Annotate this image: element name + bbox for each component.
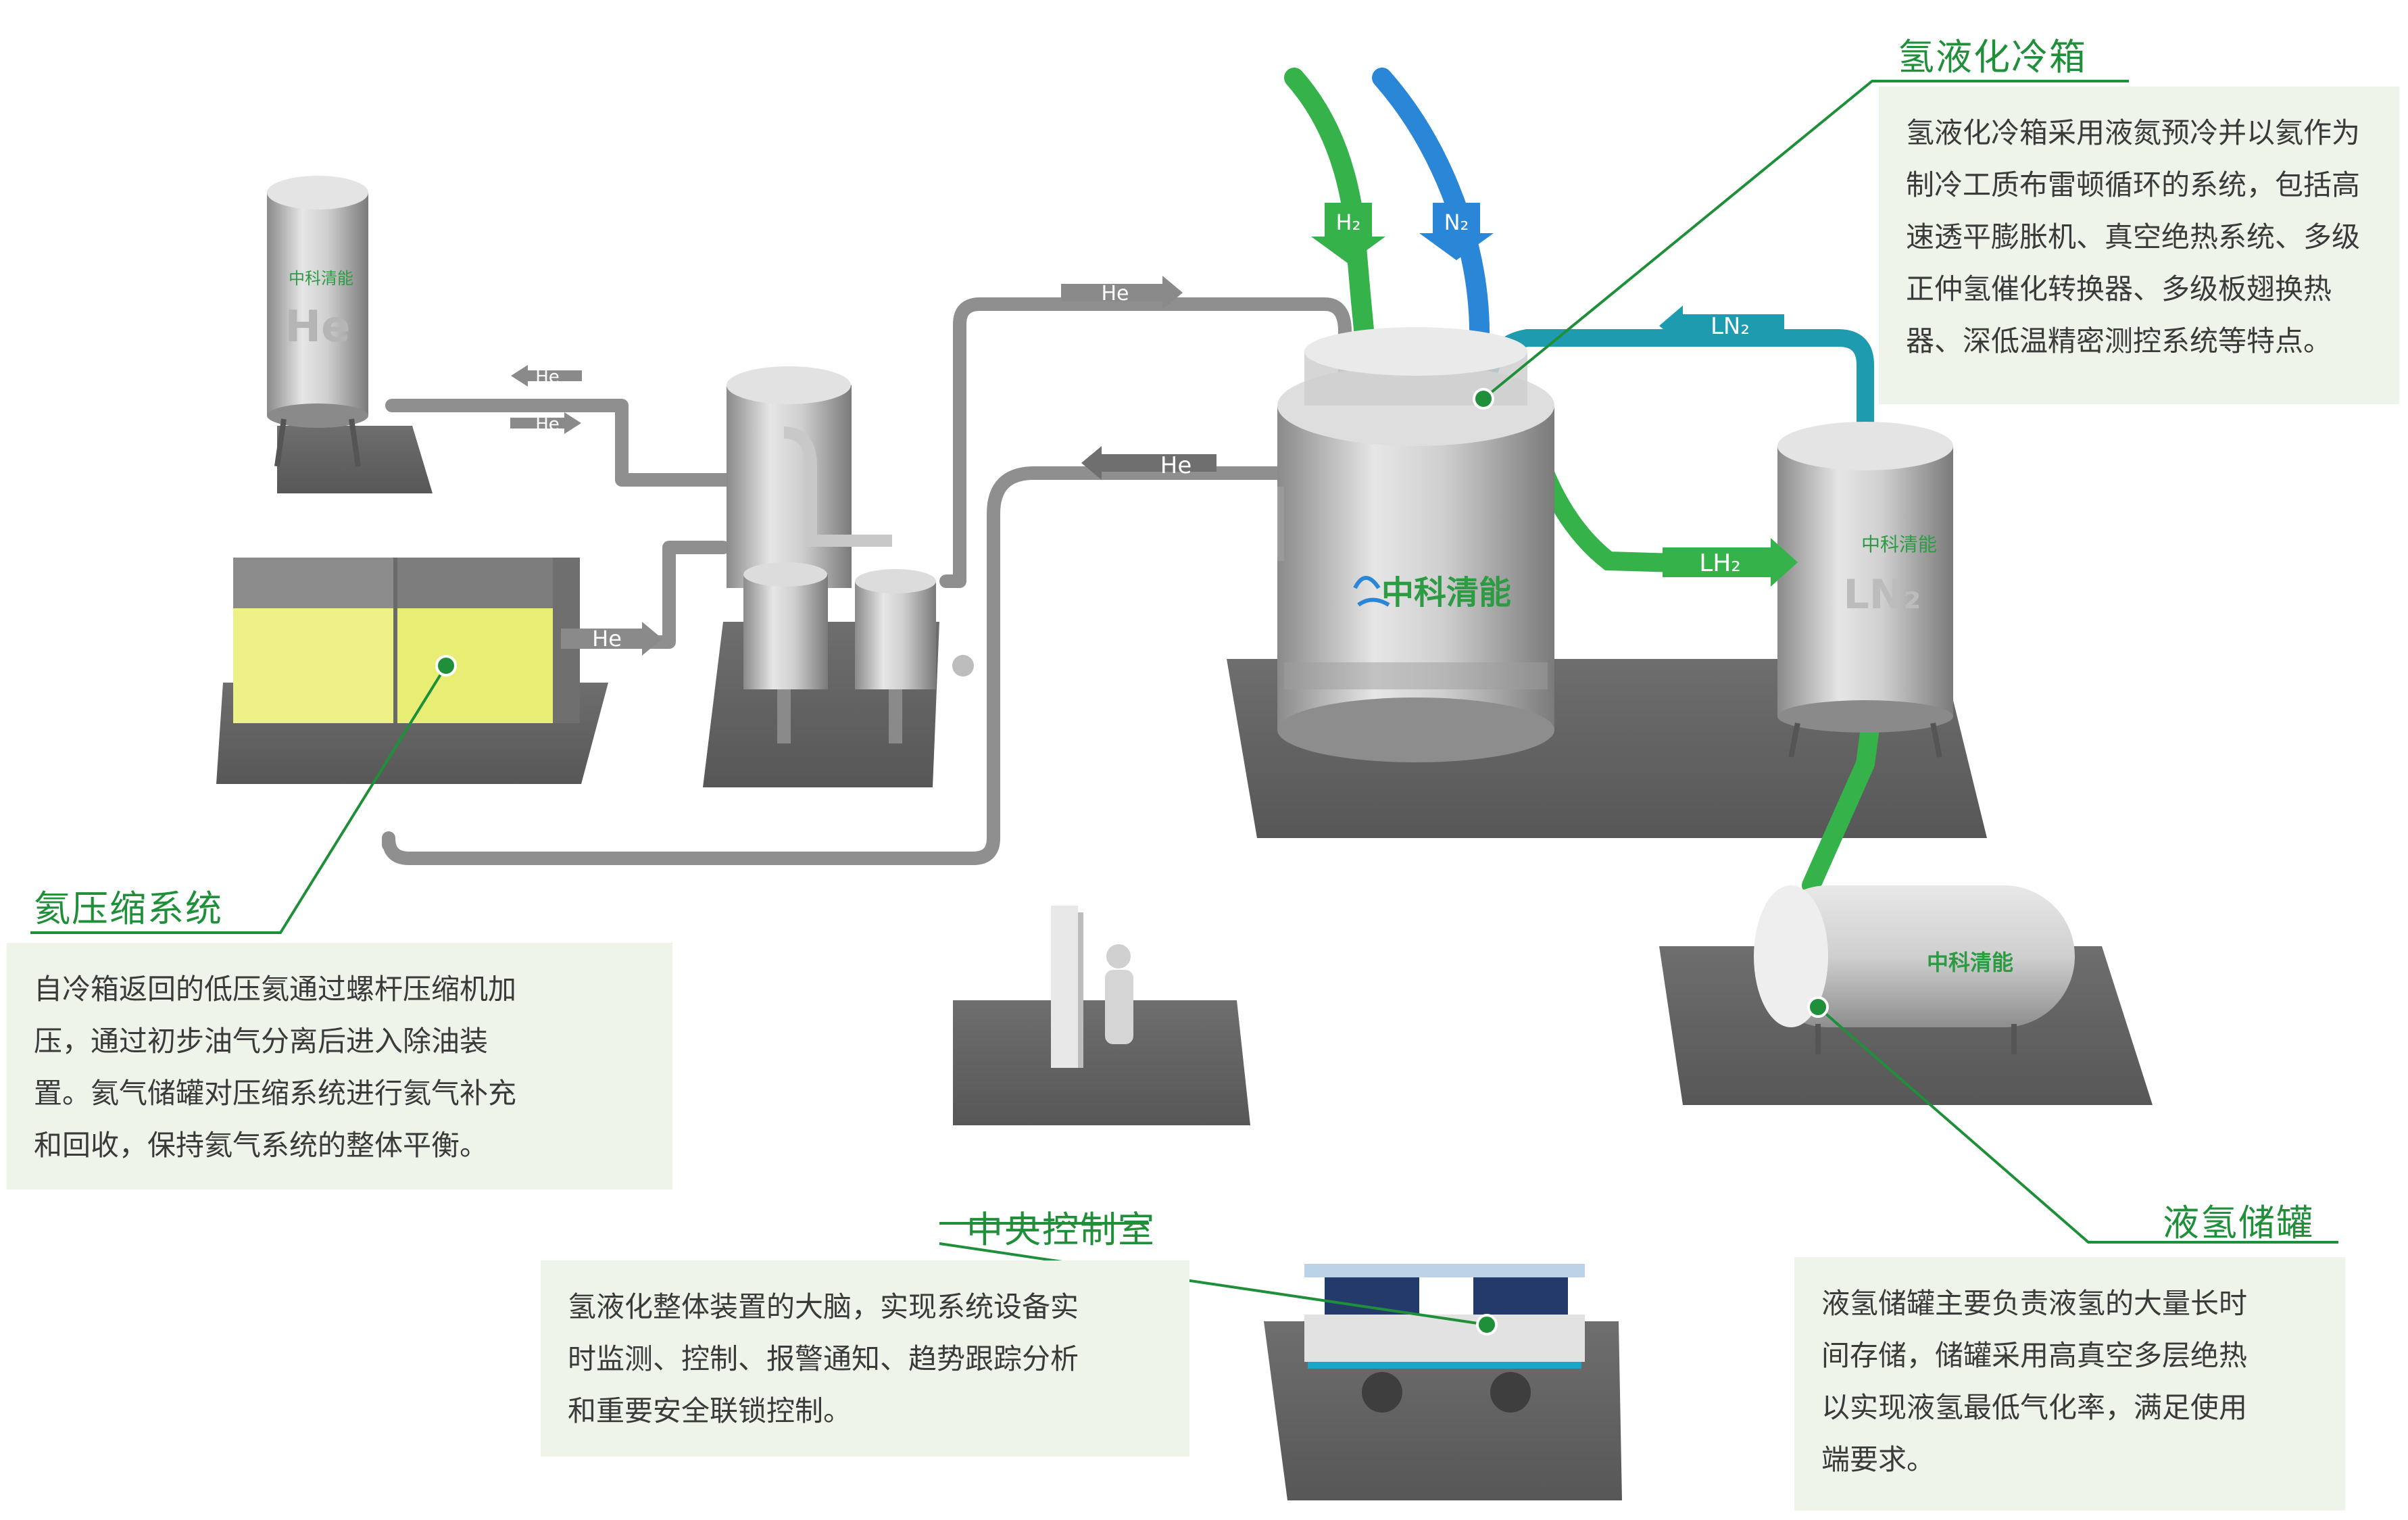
he-arrow-2: He	[510, 412, 581, 435]
lh2-arrow: LH₂	[1663, 538, 1798, 587]
coldbox-title: 氢液化冷箱	[1898, 36, 2087, 78]
control-room-line: 时监测、控制、报警通知、趋势跟踪分析	[568, 1342, 1079, 1375]
coldbox-line: 正仲氢催化转换器、多级板翅换热	[1906, 272, 2332, 305]
compressor-marker-dot	[435, 655, 457, 677]
coldbox-description: 氢液化冷箱采用液氮预冷并以氦作为 制冷工质布雷顿循环的系统，包括高 速透平膨胀机…	[1879, 87, 2399, 404]
compressor-title: 氦压缩系统	[34, 887, 223, 930]
compressor-line: 压，通过初步油气分离后进入除油装	[34, 1025, 489, 1058]
compressor-line: 置。氦气储罐对压缩系统进行氦气补充	[34, 1077, 517, 1110]
he-arrow-1: He	[511, 365, 582, 387]
svg-text:LH₂: LH₂	[1699, 549, 1741, 577]
ln2-tank-brand: 中科清能	[1861, 533, 1937, 556]
compressor-description: 自冷箱返回的低压氦通过螺杆压缩机加 压，通过初步油气分离后进入除油装 置。氦气储…	[7, 943, 672, 1190]
storage-line: 液氢储罐主要负责液氢的大量长时	[1821, 1287, 2248, 1320]
coldbox-line: 器、深低温精密测控系统等特点。	[1906, 324, 2332, 358]
coldbox-line: 制冷工质布雷顿循环的系统，包括高	[1906, 168, 2361, 201]
compressor-line: 和回收，保持氦气系统的整体平衡。	[34, 1129, 489, 1162]
he-arrow-3: He	[561, 622, 662, 656]
storage-line: 以实现液氢最低气化率，满足使用	[1821, 1391, 2248, 1424]
storage-line: 端要求。	[1821, 1443, 1936, 1476]
h2-arrow: H₂	[1311, 203, 1385, 264]
control-room-line: 氢液化整体装置的大脑，实现系统设备实	[568, 1290, 1079, 1323]
operator-panel	[1051, 906, 1133, 1068]
svg-text:He: He	[535, 367, 560, 387]
svg-text:H₂: H₂	[1336, 210, 1361, 235]
storage-description: 液氢储罐主要负责液氢的大量长时 间存储，储罐采用高真空多层绝热 以实现液氢最低气…	[1794, 1257, 2345, 1511]
compressor-line: 自冷箱返回的低压氦通过螺杆压缩机加	[34, 973, 517, 1006]
control-room-description: 氢液化整体装置的大脑，实现系统设备实 时监测、控制、报警通知、趋势跟踪分析 和重…	[541, 1260, 1189, 1456]
storage-brand: 中科清能	[1927, 950, 2013, 975]
he-arrow-4: He	[1061, 276, 1183, 310]
coldbox-line: 速透平膨胀机、真空绝热系统、多级	[1906, 220, 2361, 253]
operator-platform	[953, 1000, 1250, 1125]
storage-marker-dot	[1807, 996, 1829, 1018]
control-marker-dot	[1476, 1314, 1498, 1335]
oil-separator-assembly	[727, 366, 974, 743]
control-room-title: 中央控制室	[966, 1208, 1156, 1251]
coldbox-brand: 中科清能	[1381, 574, 1511, 612]
storage-line: 间存储，储罐采用高真空多层绝热	[1821, 1339, 2248, 1372]
coldbox-marker-dot	[1473, 388, 1494, 410]
storage-title: 液氢储罐	[2163, 1202, 2314, 1244]
ln2-tank-label: LN₂	[1844, 571, 1921, 618]
coldbox-line: 氢液化冷箱采用液氮预冷并以氦作为	[1906, 116, 2361, 149]
he-tank-brand: 中科清能	[289, 269, 353, 288]
svg-text:He: He	[1160, 452, 1191, 479]
hydrogen-liquefaction-coldbox: 中科清能	[1277, 327, 1554, 762]
n2-arrow: N₂	[1419, 203, 1494, 260]
svg-text:LN₂: LN₂	[1711, 313, 1750, 340]
he-arrow-5: He	[1081, 446, 1217, 480]
svg-text:He: He	[535, 414, 560, 435]
helium-storage-tank: 中科清能 He	[267, 176, 368, 467]
liquid-nitrogen-tank: 中科清能 LN₂	[1777, 422, 1953, 758]
svg-text:He: He	[1101, 282, 1129, 305]
control-room-desks	[1304, 1264, 1585, 1413]
svg-text:He: He	[592, 626, 622, 652]
screw-compressor-units	[233, 558, 580, 723]
control-room-line: 和重要安全联锁控制。	[568, 1394, 852, 1427]
svg-text:N₂: N₂	[1444, 210, 1469, 235]
leader-lines	[30, 80, 2338, 1326]
ln2-arrow: LN₂	[1659, 305, 1784, 346]
he-tank-label: He	[285, 302, 351, 352]
liquid-hydrogen-storage-tank: 中科清能	[1754, 885, 2075, 1054]
